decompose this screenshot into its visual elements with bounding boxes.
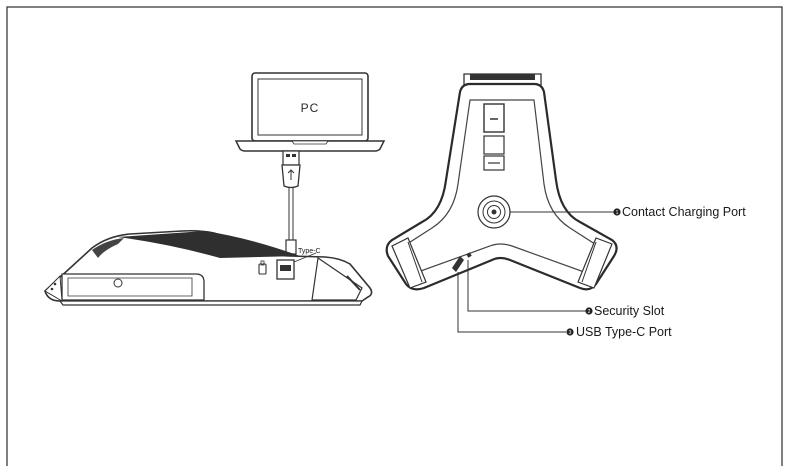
security-slot-label: Security Slot [594, 304, 665, 318]
pc-label: PC [301, 101, 320, 115]
callout-number-badge [613, 208, 621, 216]
contact-charging-port-label: Contact Charging Port [622, 205, 746, 219]
laptop-illustration [234, 72, 386, 152]
speakerphone-side-view [44, 229, 373, 306]
callout-number-badge [566, 328, 574, 336]
callout-number: 2 [588, 309, 591, 315]
type-c-leader [293, 252, 317, 263]
usb-cable-illustration [281, 150, 301, 261]
callout-number: 3 [569, 330, 572, 336]
usb-type-c-port-callout: 3 USB Type-C Port [566, 325, 672, 339]
security-slot-callout: 2 Security Slot [585, 304, 665, 318]
callout-number-badge [585, 307, 593, 315]
contact-charging-port-callout: 1 Contact Charging Port [613, 205, 746, 219]
security-slot-leader [467, 260, 586, 312]
type-c-label: Type-C [298, 248, 321, 255]
diagram-border [6, 6, 783, 466]
callout-number: 1 [616, 210, 619, 216]
usb-type-c-port-label: USB Type-C Port [576, 325, 672, 339]
speakerphone-bottom-view [385, 73, 618, 291]
usb-type-c-port-leader [457, 272, 566, 333]
